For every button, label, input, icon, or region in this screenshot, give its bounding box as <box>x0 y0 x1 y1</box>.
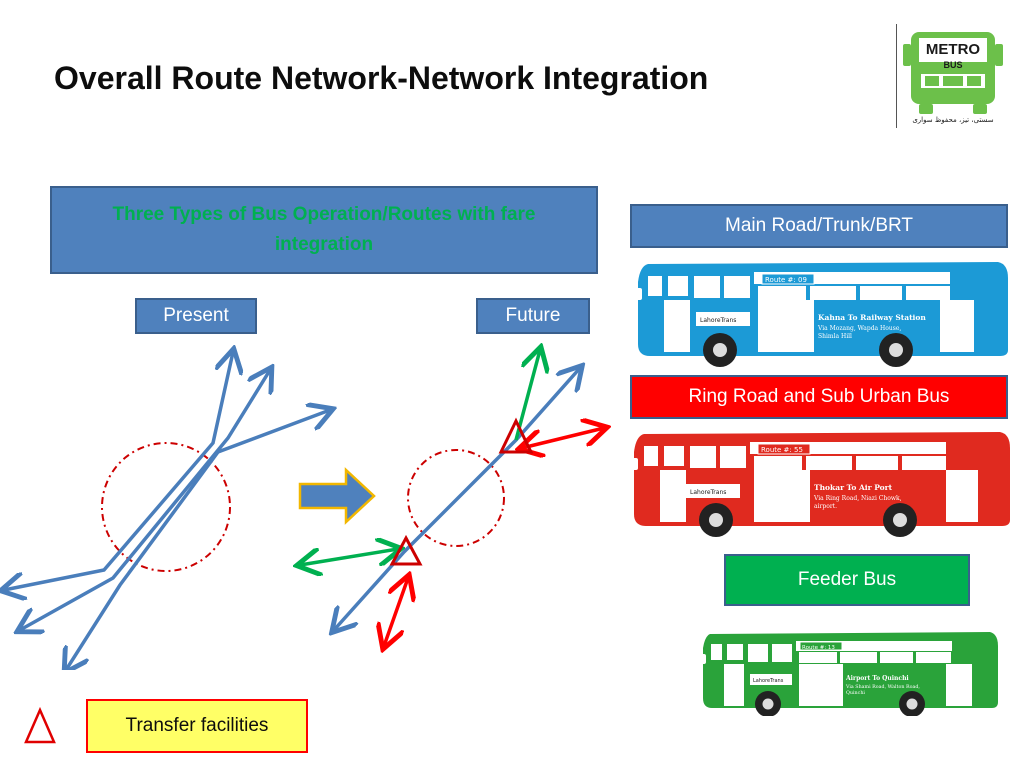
transfer-legend-label: Transfer facilities <box>86 699 308 753</box>
present-routes <box>4 352 330 670</box>
transfer-triangle-icon <box>498 417 534 454</box>
future-feeder-route <box>300 549 398 565</box>
future-ring-route <box>522 428 604 448</box>
page-title: Overall Route Network-Network Integratio… <box>54 60 709 96</box>
ring-road-label: Ring Road and Sub Urban Bus <box>630 375 1008 419</box>
present-label: Present <box>135 298 257 334</box>
network-diagram <box>0 330 620 670</box>
transfer-triangle-icon <box>24 706 56 744</box>
bus-via: Quinchi <box>846 690 865 696</box>
bus-route-number: Route #: 09 <box>765 276 807 284</box>
bus-icon: Route #: 09 LahoreTrans Kahna To Railway… <box>634 262 1008 367</box>
transfer-triangle-icon <box>389 534 423 566</box>
bus-brand: LahoreTrans <box>753 678 784 684</box>
bus-destination: Kahna To Railway Station <box>818 313 926 322</box>
bus-route-number: Route #: 13 <box>802 645 835 651</box>
future-label: Future <box>476 298 590 334</box>
logo-word-metro: METRO <box>926 41 980 58</box>
bus-via: Shimla Hill <box>818 333 852 340</box>
bus-destination: Thokar To Air Port <box>814 483 893 492</box>
future-trunk-route <box>334 368 580 630</box>
bus-icon: Route #: 13 LahoreTrans Airport To Quinc… <box>700 632 998 716</box>
bus-via: Via Shami Road, Walton Road, <box>845 684 920 690</box>
bus-via: airport. <box>814 503 837 510</box>
bus-brand: LahoreTrans <box>690 489 726 496</box>
bus-destination: Airport To Quinchi <box>845 675 909 682</box>
future-ring-route <box>384 578 408 646</box>
bus-brand: LahoreTrans <box>700 317 736 324</box>
bus-route-number: Route #: 55 <box>761 446 803 454</box>
route-types-header: Three Types of Bus Operation/Routes with… <box>50 186 598 274</box>
feeder-bus-label: Feeder Bus <box>724 554 970 606</box>
transition-arrow-icon <box>298 467 376 525</box>
logo-word-bus: BUS <box>943 60 962 70</box>
bus-via: Via Ring Road, Niazi Chowk, <box>813 495 902 502</box>
bus-icon: Route #: 55 LahoreTrans Thokar To Air Po… <box>630 432 1010 537</box>
bus-via: Via Mozang, Wapda House, <box>817 325 901 332</box>
logo-urdu: سستی، تیز، محفوظ سواری <box>912 116 993 124</box>
metro-bus-logo-icon: METRO BUS سستی، تیز، محفوظ سواری <box>896 24 1009 128</box>
main-road-label: Main Road/Trunk/BRT <box>630 204 1008 248</box>
